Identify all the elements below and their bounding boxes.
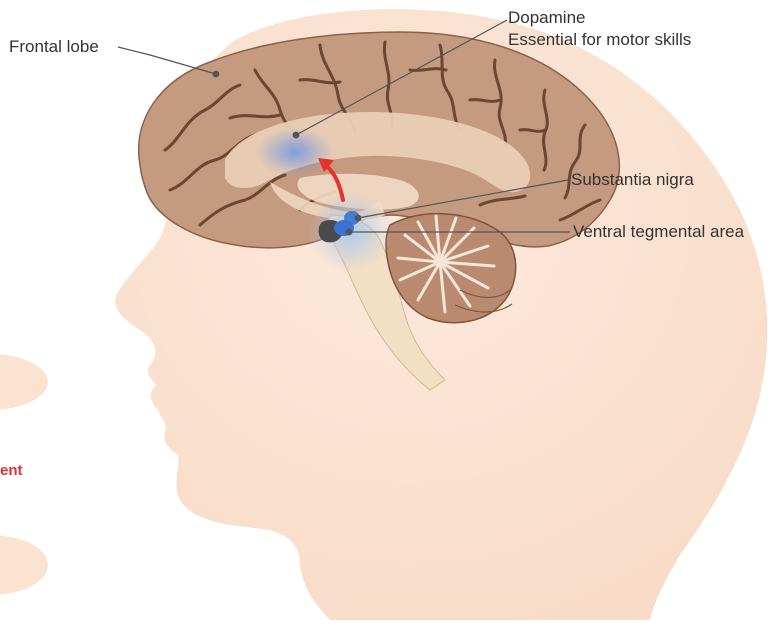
label-frontal-lobe: Frontal lobe xyxy=(9,37,99,57)
label-substantia-nigra: Substantia nigra xyxy=(571,170,694,190)
label-ventral-tegmental-area: Ventral tegmental area xyxy=(573,222,744,242)
label-cropped-left: ent xyxy=(0,462,23,479)
left-bubble-bottom xyxy=(0,535,48,595)
left-bubble-top xyxy=(0,354,48,410)
label-dopamine: Dopamine xyxy=(508,8,586,28)
label-dopamine-note: Essential for motor skills xyxy=(508,30,691,50)
